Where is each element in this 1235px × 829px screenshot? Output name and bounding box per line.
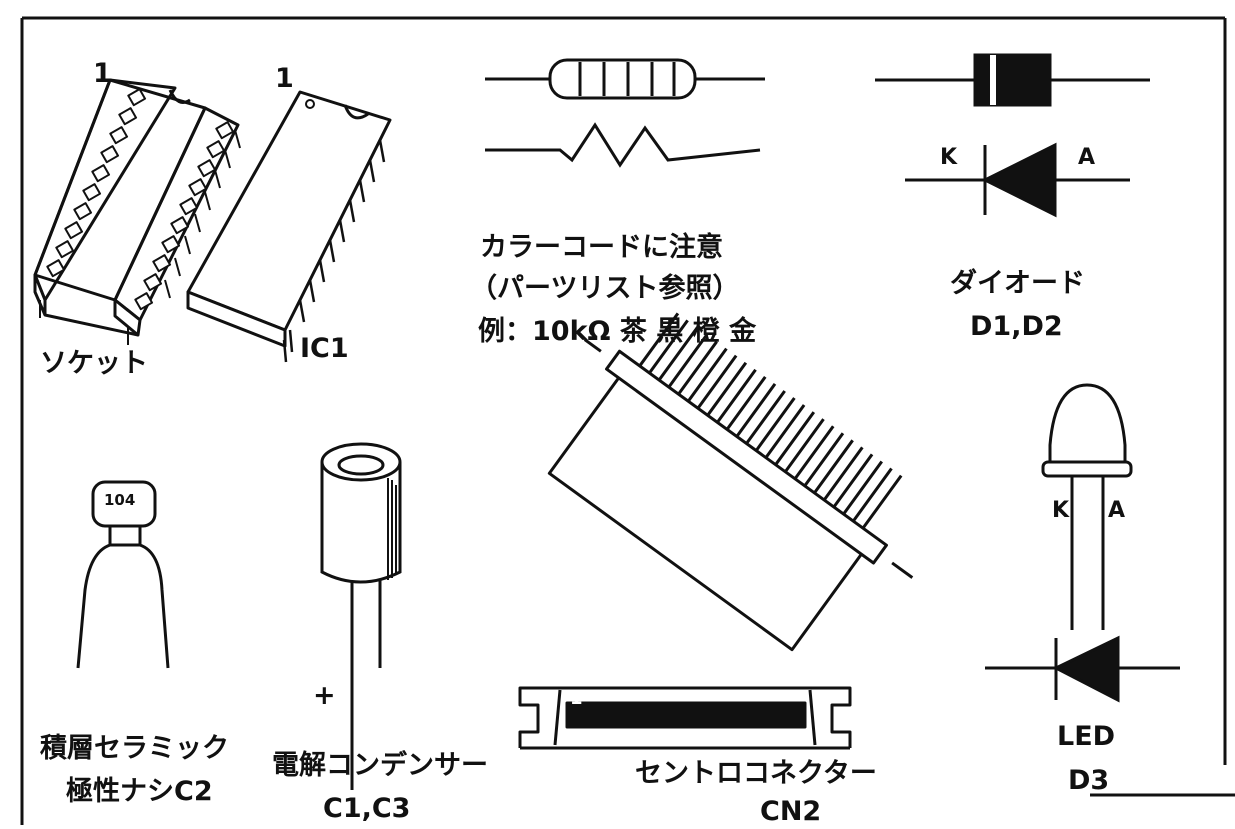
diode-label: ダイオード: [950, 268, 1085, 299]
diagram-frame: [20, 16, 1235, 825]
led-label: LED: [1057, 721, 1116, 752]
resistor-body-drawing: [485, 58, 765, 100]
centronics-label: セントロコネクター: [635, 758, 877, 789]
resistor-note-line2: （パーツリスト参照）: [470, 273, 740, 304]
diode-ref: D1,D2: [970, 311, 1063, 342]
led-cathode-label: K: [1052, 498, 1070, 523]
ic-pin1-label: 1: [275, 63, 294, 94]
led-drawing: [1041, 383, 1133, 630]
ceramic-cap-marking: 104: [104, 491, 136, 509]
resistor-note-line1: カラーコードに注意: [480, 232, 723, 263]
ceramic-cap-label-line2: 極性ナシC2: [66, 776, 213, 807]
led-anode-label: A: [1108, 498, 1126, 523]
diode-body-drawing: [875, 53, 1150, 107]
electrolytic-capacitor-drawing: [320, 442, 402, 790]
centronics-pin1-label: 1: [570, 688, 583, 709]
ceramic-cap-label-line1: 積層セラミック: [40, 733, 229, 764]
centronics-connector-drawing: [547, 312, 914, 652]
resistor-symbol: [485, 122, 761, 168]
dip-socket-drawing: [33, 78, 241, 345]
capacitor-stripe: [387, 478, 397, 580]
diode-symbol: [905, 142, 1130, 218]
electrolytic-cap-label-line1: 電解コンデンサー: [272, 750, 488, 781]
diode-anode-label: A: [1078, 145, 1096, 170]
led-ref: D3: [1068, 765, 1110, 796]
capacitor-plus-label: +: [313, 680, 336, 711]
resistor-note-line3: 例：10kΩ 茶 黒 橙 金: [478, 316, 757, 347]
socket-right-pin-holes: [134, 121, 235, 311]
electrolytic-cap-label-line2: C1,C3: [323, 793, 411, 824]
ceramic-capacitor-drawing: [76, 480, 170, 669]
ic-label: IC1: [300, 333, 349, 364]
socket-legs: [39, 129, 241, 345]
socket-left-pin-holes: [46, 88, 147, 278]
centronics-ref: CN2: [760, 796, 822, 827]
socket-pin1-label: 1: [93, 58, 112, 89]
ic-pins: [282, 139, 386, 363]
led-symbol: [985, 635, 1180, 703]
ic-chip-drawing: [186, 90, 392, 363]
resistor-color-bands: [578, 62, 676, 96]
socket-label: ソケット: [40, 348, 148, 379]
centronics-front-view: [518, 686, 852, 750]
diode-cathode-label: K: [940, 145, 958, 170]
connector-pin-fingers: [638, 312, 903, 530]
